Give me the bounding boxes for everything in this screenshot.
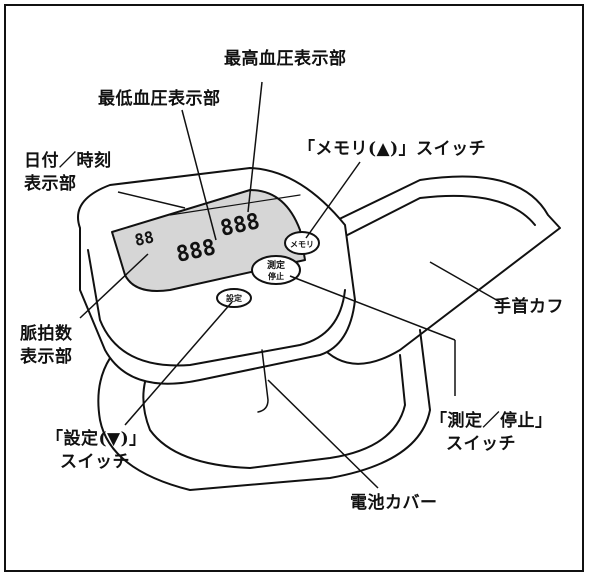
- battery-cover: [257, 349, 269, 413]
- label-pulse-1: 脈拍数: [20, 324, 73, 344]
- label-measure-1: 「測定／停止」: [430, 411, 553, 431]
- label-set-1: 「設定(▼)」: [46, 429, 147, 449]
- label-memory-switch: 「メモリ(▲)」スイッチ: [298, 139, 487, 159]
- measure-button-shape: [251, 255, 301, 285]
- diagram-frame: [4, 4, 584, 572]
- measure-button-label-1: 測定: [267, 259, 286, 271]
- label-max-bp-display: 最高血圧表示部: [224, 49, 347, 69]
- set-button-shape: [216, 288, 252, 308]
- leader-max: [247, 81, 263, 213]
- leader-date: [117, 191, 186, 209]
- leader-set: [124, 301, 233, 426]
- label-set-2: スイッチ: [60, 452, 130, 472]
- leader-cuff: [429, 261, 501, 303]
- lcd-pulse-digits: 88: [133, 227, 156, 250]
- measure-button-label-2: 停止: [268, 271, 284, 281]
- memory-button-shape: [284, 231, 320, 255]
- label-pulse-2: 表示部: [20, 347, 73, 367]
- label-min-bp-display: 最低血圧表示部: [98, 89, 221, 109]
- set-button-label: 設定: [226, 293, 242, 303]
- label-date-time-1: 日付／時刻: [24, 151, 112, 171]
- cuff-loop: [97, 329, 431, 491]
- leader-battery: [267, 379, 379, 489]
- label-battery-cover: 電池カバー: [350, 493, 438, 513]
- leader-min: [181, 109, 217, 241]
- label-date-time-2: 表示部: [24, 174, 77, 194]
- label-wrist-cuff: 手首カフ: [494, 297, 564, 317]
- label-measure-2: スイッチ: [446, 434, 516, 454]
- wrist-cuff-strap: [299, 175, 561, 365]
- leader-memory: [305, 161, 361, 239]
- leader-pulse: [79, 253, 149, 319]
- leader-measure: [289, 275, 456, 341]
- memory-button-label: メモリ: [290, 240, 314, 249]
